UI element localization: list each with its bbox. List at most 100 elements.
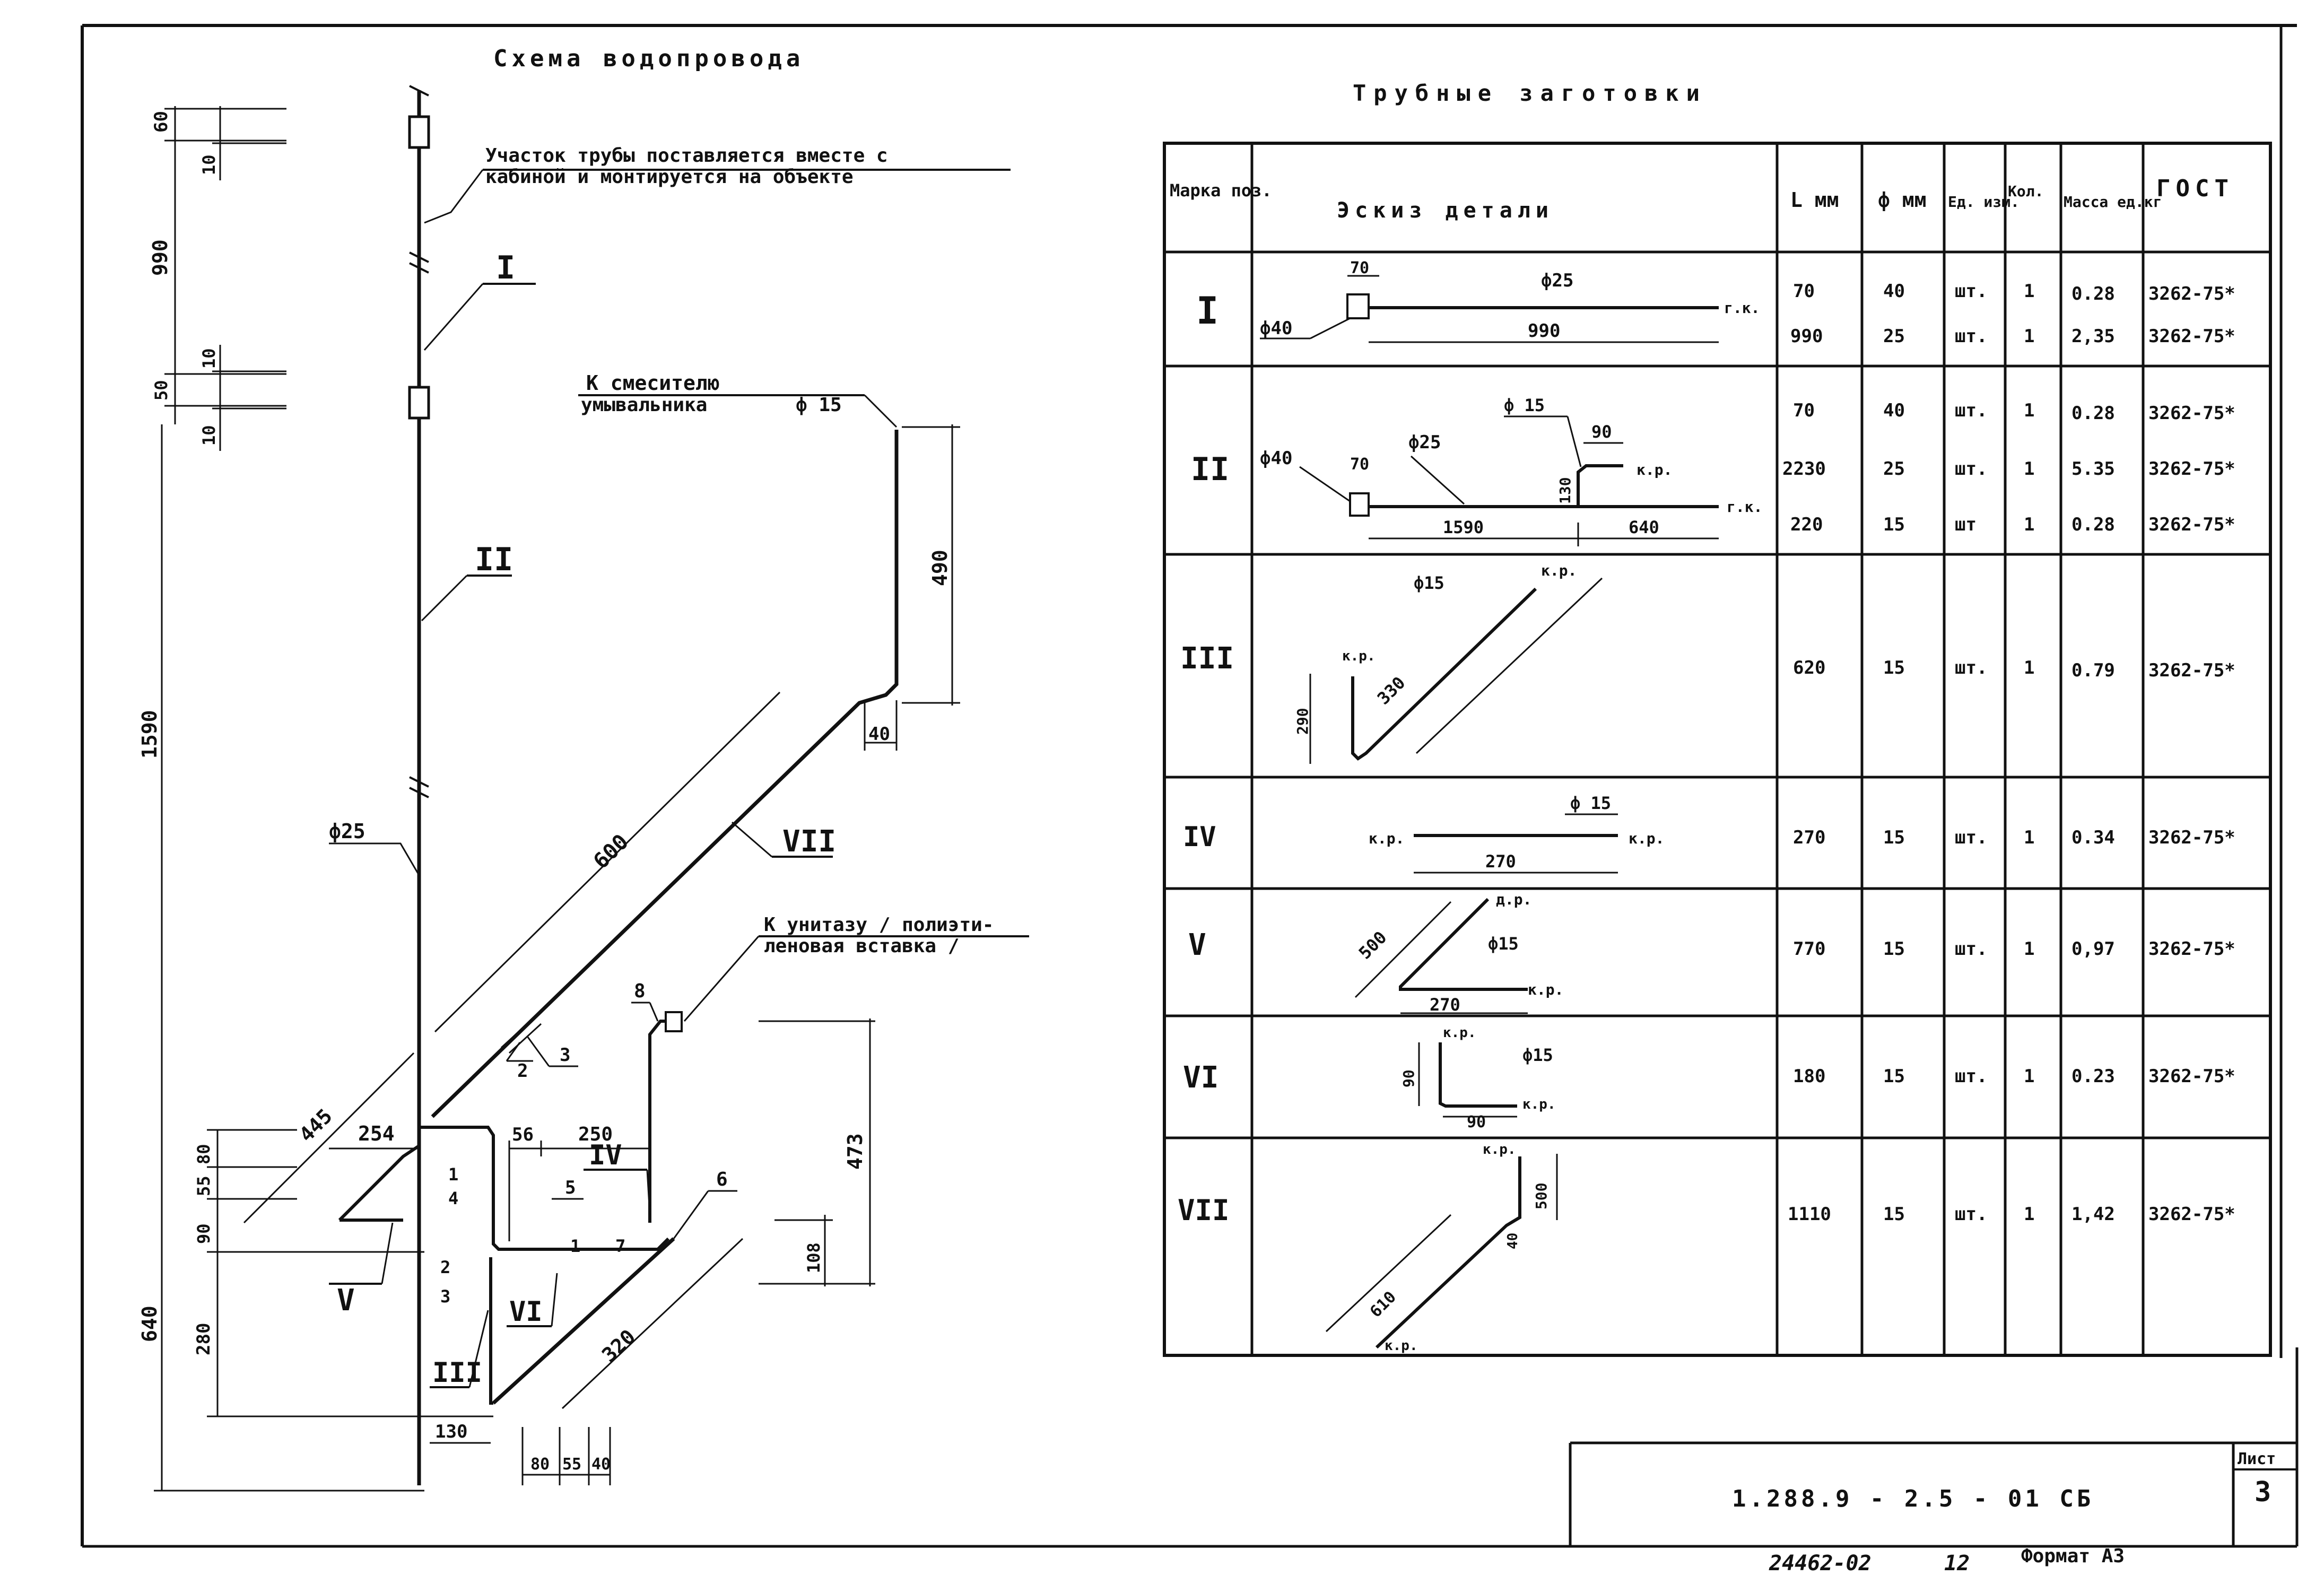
hdr-gost: ГОСТ	[2156, 175, 2234, 202]
svg-text:220: 220	[1790, 514, 1823, 535]
label-III: III	[432, 1357, 482, 1389]
svg-text:270: 270	[1793, 827, 1825, 848]
svg-text:ф15: ф15	[1488, 934, 1519, 954]
svg-text:3: 3	[560, 1045, 570, 1066]
svg-text:шт.: шт.	[1955, 281, 1987, 302]
svg-text:3262-75*: 3262-75*	[2148, 660, 2235, 681]
svg-text:15: 15	[1883, 938, 1905, 960]
svg-text:6: 6	[716, 1169, 728, 1190]
svg-text:1: 1	[2024, 938, 2034, 960]
svg-text:1: 1	[2024, 281, 2034, 302]
svg-text:270: 270	[1430, 995, 1460, 1015]
coupling-mid	[408, 386, 430, 420]
row-mark-IV: IV	[1183, 821, 1216, 853]
sheet-label: Лист	[2238, 1450, 2276, 1468]
svg-text:3262-75*: 3262-75*	[2148, 1066, 2235, 1087]
svg-text:15: 15	[1883, 1066, 1905, 1087]
svg-text:1590: 1590	[1443, 517, 1484, 537]
svg-text:610: 610	[1366, 1288, 1400, 1321]
sketch-VII: к.р. 500 40 610 к.р.	[1325, 1142, 1558, 1354]
svg-text:0.28: 0.28	[2071, 514, 2115, 535]
svg-text:1: 1	[570, 1236, 580, 1256]
note-mixer-2: умывальника	[581, 394, 707, 416]
hdr-mark: Марка поз.	[1170, 180, 1272, 201]
label-VII: VII	[782, 824, 836, 859]
svg-text:15: 15	[1883, 1204, 1905, 1225]
svg-text:ф25: ф25	[1541, 270, 1573, 291]
svg-text:шт.: шт.	[1955, 827, 1987, 848]
svg-text:80: 80	[194, 1144, 214, 1164]
svg-text:к.р.: к.р.	[1541, 562, 1577, 579]
svg-text:к.р.: к.р.	[1342, 648, 1376, 664]
svg-text:шт.: шт.	[1955, 1204, 1987, 1225]
dim-chain-bottom: 80 55 90 280	[193, 1129, 493, 1417]
row-mark-I: I	[1196, 289, 1218, 333]
svg-text:40: 40	[591, 1455, 611, 1474]
table-row: 620 15 шт. 1 0.79 3262-75*	[1793, 657, 2235, 681]
svg-text:70: 70	[1793, 281, 1815, 302]
svg-text:56: 56	[512, 1124, 534, 1145]
inventory-number: 24462-02	[1769, 1551, 1872, 1576]
table-row: 70 40 шт. 1 0.28 3262-75* 2230 25 шт. 1 …	[1782, 400, 2235, 535]
svg-text:108: 108	[804, 1242, 824, 1273]
svg-text:2230: 2230	[1782, 458, 1826, 480]
svg-text:40: 40	[1883, 400, 1905, 421]
svg-text:15: 15	[1883, 827, 1905, 848]
row-mark-III: III	[1180, 641, 1234, 676]
svg-text:к.р.: к.р.	[1443, 1025, 1476, 1041]
svg-text:1: 1	[448, 1164, 458, 1185]
sketch-III: к.р. ф15 к.р. 290 330	[1294, 562, 1603, 764]
svg-text:15: 15	[1883, 514, 1905, 535]
svg-text:40: 40	[1505, 1233, 1521, 1249]
copy-number: 12	[1944, 1551, 1970, 1576]
table-header: Марка поз. Эскиз детали L мм ф мм Ед. из…	[1170, 175, 2234, 223]
doc-code: 1.288.9 - 2.5 - 01 СБ	[1732, 1485, 2094, 1512]
svg-text:шт.: шт.	[1955, 400, 1987, 421]
svg-text:55: 55	[562, 1455, 581, 1474]
hdr-mass: Масса ед.кг	[2064, 193, 2162, 211]
svg-text:90: 90	[1467, 1113, 1486, 1132]
hdr-qty: Кол.	[2008, 182, 2043, 200]
svg-text:3262-75*: 3262-75*	[2148, 1204, 2235, 1225]
label-I: I	[496, 249, 515, 286]
svg-text:500: 500	[1533, 1182, 1550, 1209]
svg-text:г.к.: г.к.	[1727, 498, 1762, 516]
svg-text:473: 473	[843, 1133, 867, 1170]
svg-text:3: 3	[440, 1286, 450, 1307]
svg-text:130: 130	[435, 1421, 467, 1442]
svg-text:0.28: 0.28	[2071, 283, 2115, 304]
hdr-diameter: ф мм	[1878, 188, 1927, 212]
table-row: 1110 15 шт. 1 1,42 3262-75*	[1788, 1204, 2235, 1225]
svg-text:к.р.: к.р.	[1637, 461, 1672, 478]
svg-text:640: 640	[138, 1306, 161, 1342]
row-mark-V: V	[1188, 928, 1206, 962]
hdr-length: L мм	[1790, 188, 1839, 212]
svg-text:1,42: 1,42	[2071, 1204, 2115, 1225]
svg-text:шт.: шт.	[1955, 938, 1987, 960]
label-VI: VI	[509, 1296, 543, 1328]
svg-text:60: 60	[151, 111, 172, 133]
svg-text:90: 90	[1400, 1069, 1417, 1087]
svg-text:320: 320	[597, 1325, 640, 1367]
scheme-title: Схема водопровода	[493, 45, 804, 72]
svg-text:к.р.: к.р.	[1528, 981, 1563, 998]
pipe-d25-label: ф25	[329, 820, 365, 843]
sketch-I: 70 ф25 г.к. ф40 990	[1260, 259, 1760, 343]
svg-text:10: 10	[199, 348, 219, 369]
table-row: 70 40 шт. 1 0.28 3262-75* 990 25 шт. 1 2…	[1790, 281, 2235, 347]
svg-text:250: 250	[578, 1124, 613, 1145]
sheet-frame	[81, 24, 2299, 1548]
svg-text:25: 25	[1883, 458, 1905, 480]
svg-text:600: 600	[589, 830, 633, 874]
svg-text:180: 180	[1793, 1066, 1825, 1087]
svg-text:ф40: ф40	[1260, 448, 1292, 469]
sketch-VI: к.р. ф15 90 90 к.р.	[1400, 1025, 1556, 1132]
svg-text:70: 70	[1350, 455, 1369, 474]
pipe-blanks-table: Трубные заготовки Марка поз. Эскиз детал…	[1163, 80, 2272, 1357]
note-mixer-1: К смесителю	[586, 371, 720, 395]
svg-text:г.к.: г.к.	[1724, 299, 1760, 317]
svg-text:3262-75*: 3262-75*	[2148, 514, 2235, 535]
svg-text:990: 990	[1790, 326, 1823, 347]
svg-text:1590: 1590	[138, 710, 161, 759]
